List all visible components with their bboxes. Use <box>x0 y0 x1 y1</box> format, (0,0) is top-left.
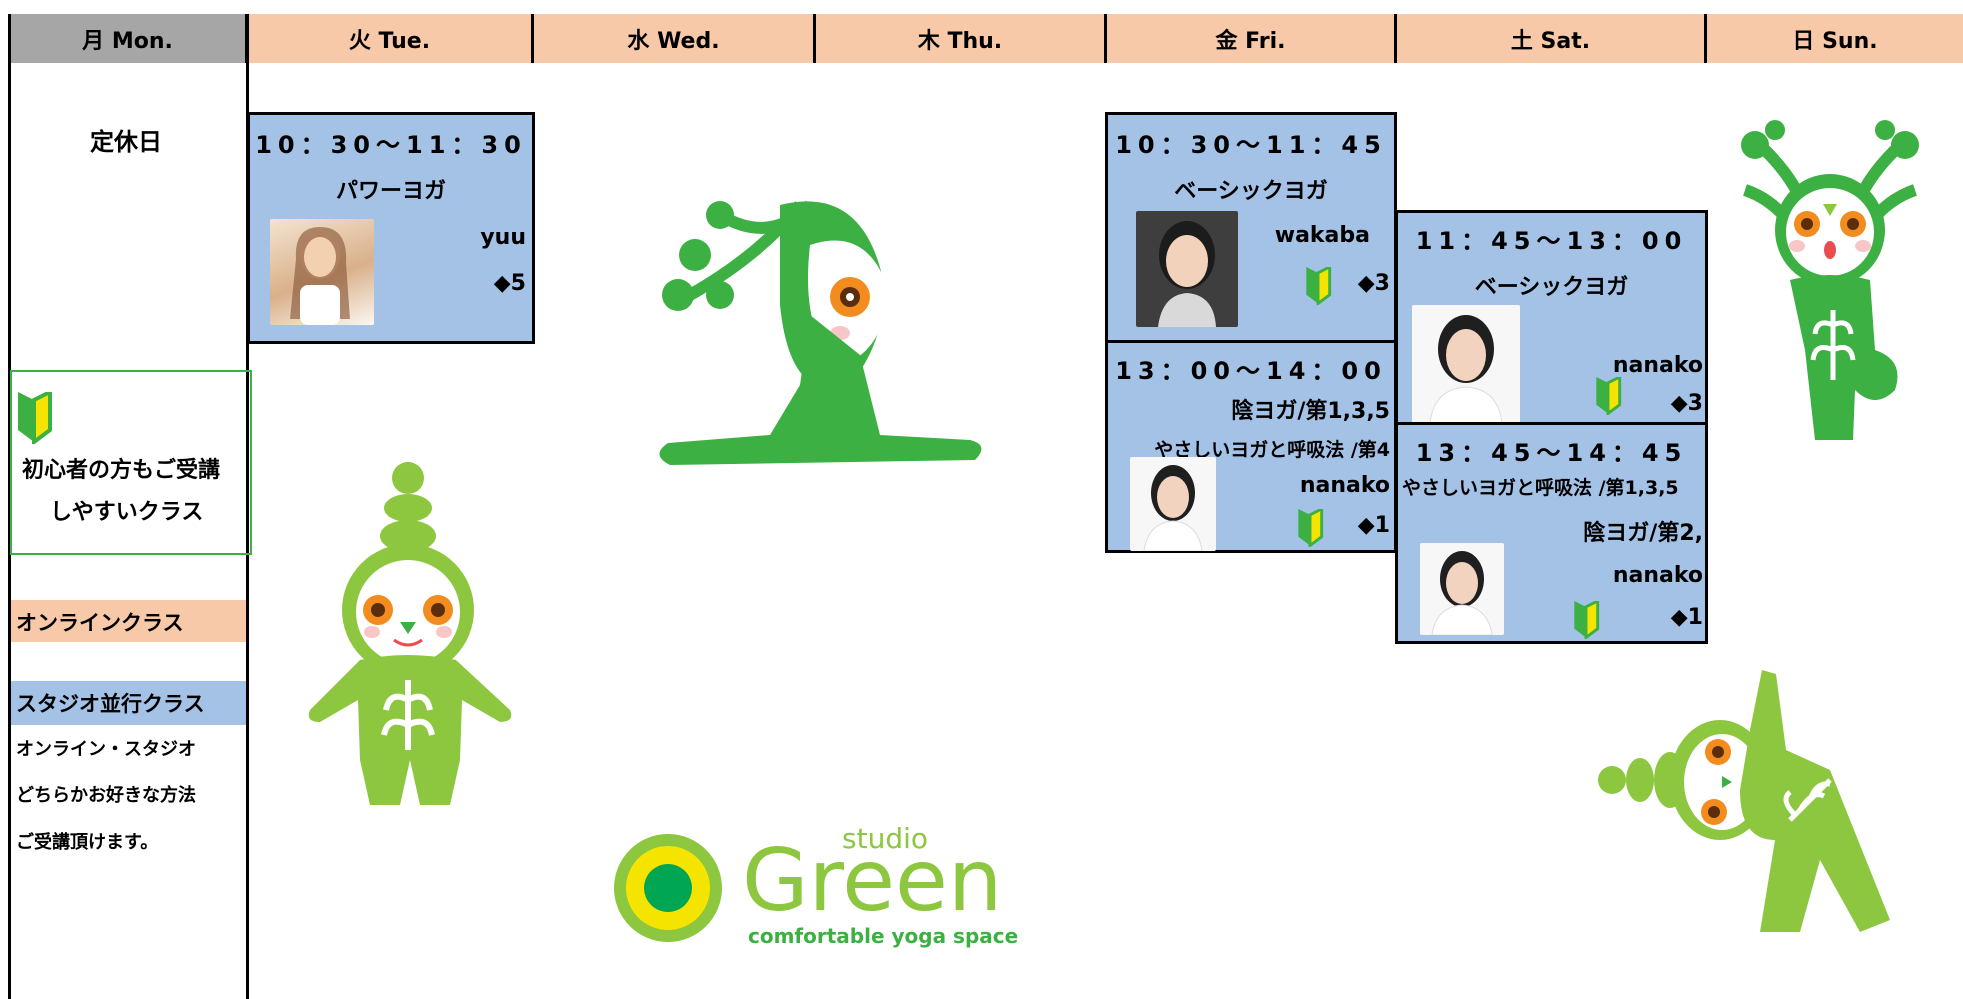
class-level: ◆3 <box>1670 391 1703 416</box>
teacher-photo <box>1130 457 1216 551</box>
header-sun: 日 Sun. <box>1707 14 1963 63</box>
teacher-photo <box>1136 211 1238 327</box>
header-wed-label: 水 Wed. <box>627 28 720 54</box>
teacher-name: wakaba <box>1274 223 1370 248</box>
studio-green-logo: studio Green comfortable yoga space <box>612 822 1032 952</box>
class-name-1: やさしいヨガと呼吸法 /第1,3,5 <box>1402 477 1679 499</box>
parallel-legend-label: スタジオ並行クラス <box>16 692 205 716</box>
class-sat-gentle-yoga[interactable]: 13：45～14：45 やさしいヨガと呼吸法 /第1,3,5 陰ヨガ/第2, n… <box>1395 422 1708 644</box>
beginner-text-2: しやすいクラス <box>50 500 204 525</box>
class-time: 10：30～11：45 <box>1115 131 1387 159</box>
class-level: ◆5 <box>493 271 526 296</box>
parallel-note-1: オンライン・スタジオ <box>16 739 196 760</box>
beginner-mark-icon <box>1298 509 1324 547</box>
class-name-1: 陰ヨガ/第1,3,5 <box>1231 399 1390 424</box>
teacher-name: nanako <box>1612 563 1703 588</box>
class-time: 13：45～14：45 <box>1415 439 1688 467</box>
class-time: 11：45～13：00 <box>1415 227 1688 255</box>
logo-studio-text: studio <box>842 822 928 855</box>
teacher-photo <box>1420 543 1504 635</box>
parallel-note-2: どちらかお好きな方法 <box>16 785 196 806</box>
logo-mark-icon <box>614 834 722 942</box>
header-fri: 金 Fri. <box>1107 14 1397 63</box>
header-mon: 月 Mon. <box>10 14 248 63</box>
header-sat-label: 土 Sat. <box>1510 28 1591 54</box>
class-name: ベーシックヨガ <box>1174 179 1328 204</box>
class-name: パワーヨガ <box>335 179 446 204</box>
header-thu: 木 Thu. <box>816 14 1107 63</box>
header-sat: 土 Sat. <box>1397 14 1707 63</box>
class-time: 10：30～11：30 <box>255 131 527 159</box>
class-sat-basic-yoga[interactable]: 11：45～13：00 ベーシックヨガ nanako ◆3 <box>1395 210 1708 426</box>
header-sun-label: 日 Sun. <box>1792 28 1878 54</box>
class-fri-basic-yoga[interactable]: 10：30～11：45 ベーシックヨガ wakaba ◆3 <box>1105 112 1397 344</box>
beginner-mark-icon <box>1574 601 1600 639</box>
class-tue-power-yoga[interactable]: 10：30～11：30 パワーヨガ yuu ◆5 <box>247 112 535 344</box>
logo-tagline: comfortable yoga space <box>748 924 1019 948</box>
class-name-2: やさしいヨガと呼吸法 /第4 <box>1154 439 1390 461</box>
beginner-legend <box>10 370 252 555</box>
class-name: ベーシックヨガ <box>1474 275 1629 300</box>
header-tue: 火 Tue. <box>248 14 534 63</box>
online-legend-label: オンラインクラス <box>16 611 184 635</box>
class-name-2: 陰ヨガ/第2, <box>1583 521 1703 546</box>
mon-column-divider <box>246 14 249 999</box>
beginner-mark-icon <box>1306 267 1332 305</box>
mascot-split-illustration <box>659 200 982 465</box>
class-time: 13：00～14：00 <box>1115 357 1387 385</box>
class-level: ◆1 <box>1670 605 1703 630</box>
beginner-mark-icon <box>18 392 52 444</box>
header-mon-label: 月 Mon. <box>82 28 173 54</box>
header-fri-label: 金 Fri. <box>1215 28 1286 54</box>
teacher-name: yuu <box>480 225 526 250</box>
online-legend <box>11 600 246 642</box>
parallel-note-3: ご受講頂けます。 <box>16 832 159 853</box>
beginner-mark-icon <box>1596 377 1622 415</box>
header-wed: 水 Wed. <box>534 14 816 63</box>
teacher-photo <box>1412 305 1520 423</box>
mascot-standing-illustration <box>308 462 512 805</box>
closed-label: 定休日 <box>90 128 162 156</box>
class-fri-yin-yoga[interactable]: 13：00～14：00 陰ヨガ/第1,3,5 やさしいヨガと呼吸法 /第4 na… <box>1105 340 1397 553</box>
parallel-legend <box>11 681 246 725</box>
class-level: ◆3 <box>1357 271 1390 296</box>
teacher-name: nanako <box>1612 353 1703 378</box>
header-thu-label: 木 Thu. <box>917 28 1003 54</box>
beginner-text-1: 初心者の方もご受講 <box>22 458 221 483</box>
mascot-triangle-pose-illustration <box>1598 670 1890 932</box>
teacher-name: nanako <box>1299 473 1390 498</box>
logo-green-text: Green <box>742 831 1003 931</box>
mascot-tree-pose-illustration <box>1741 120 1919 440</box>
header-tue-label: 火 Tue. <box>348 28 431 54</box>
class-level: ◆1 <box>1357 513 1390 538</box>
left-border <box>8 14 11 999</box>
teacher-photo <box>270 219 374 325</box>
